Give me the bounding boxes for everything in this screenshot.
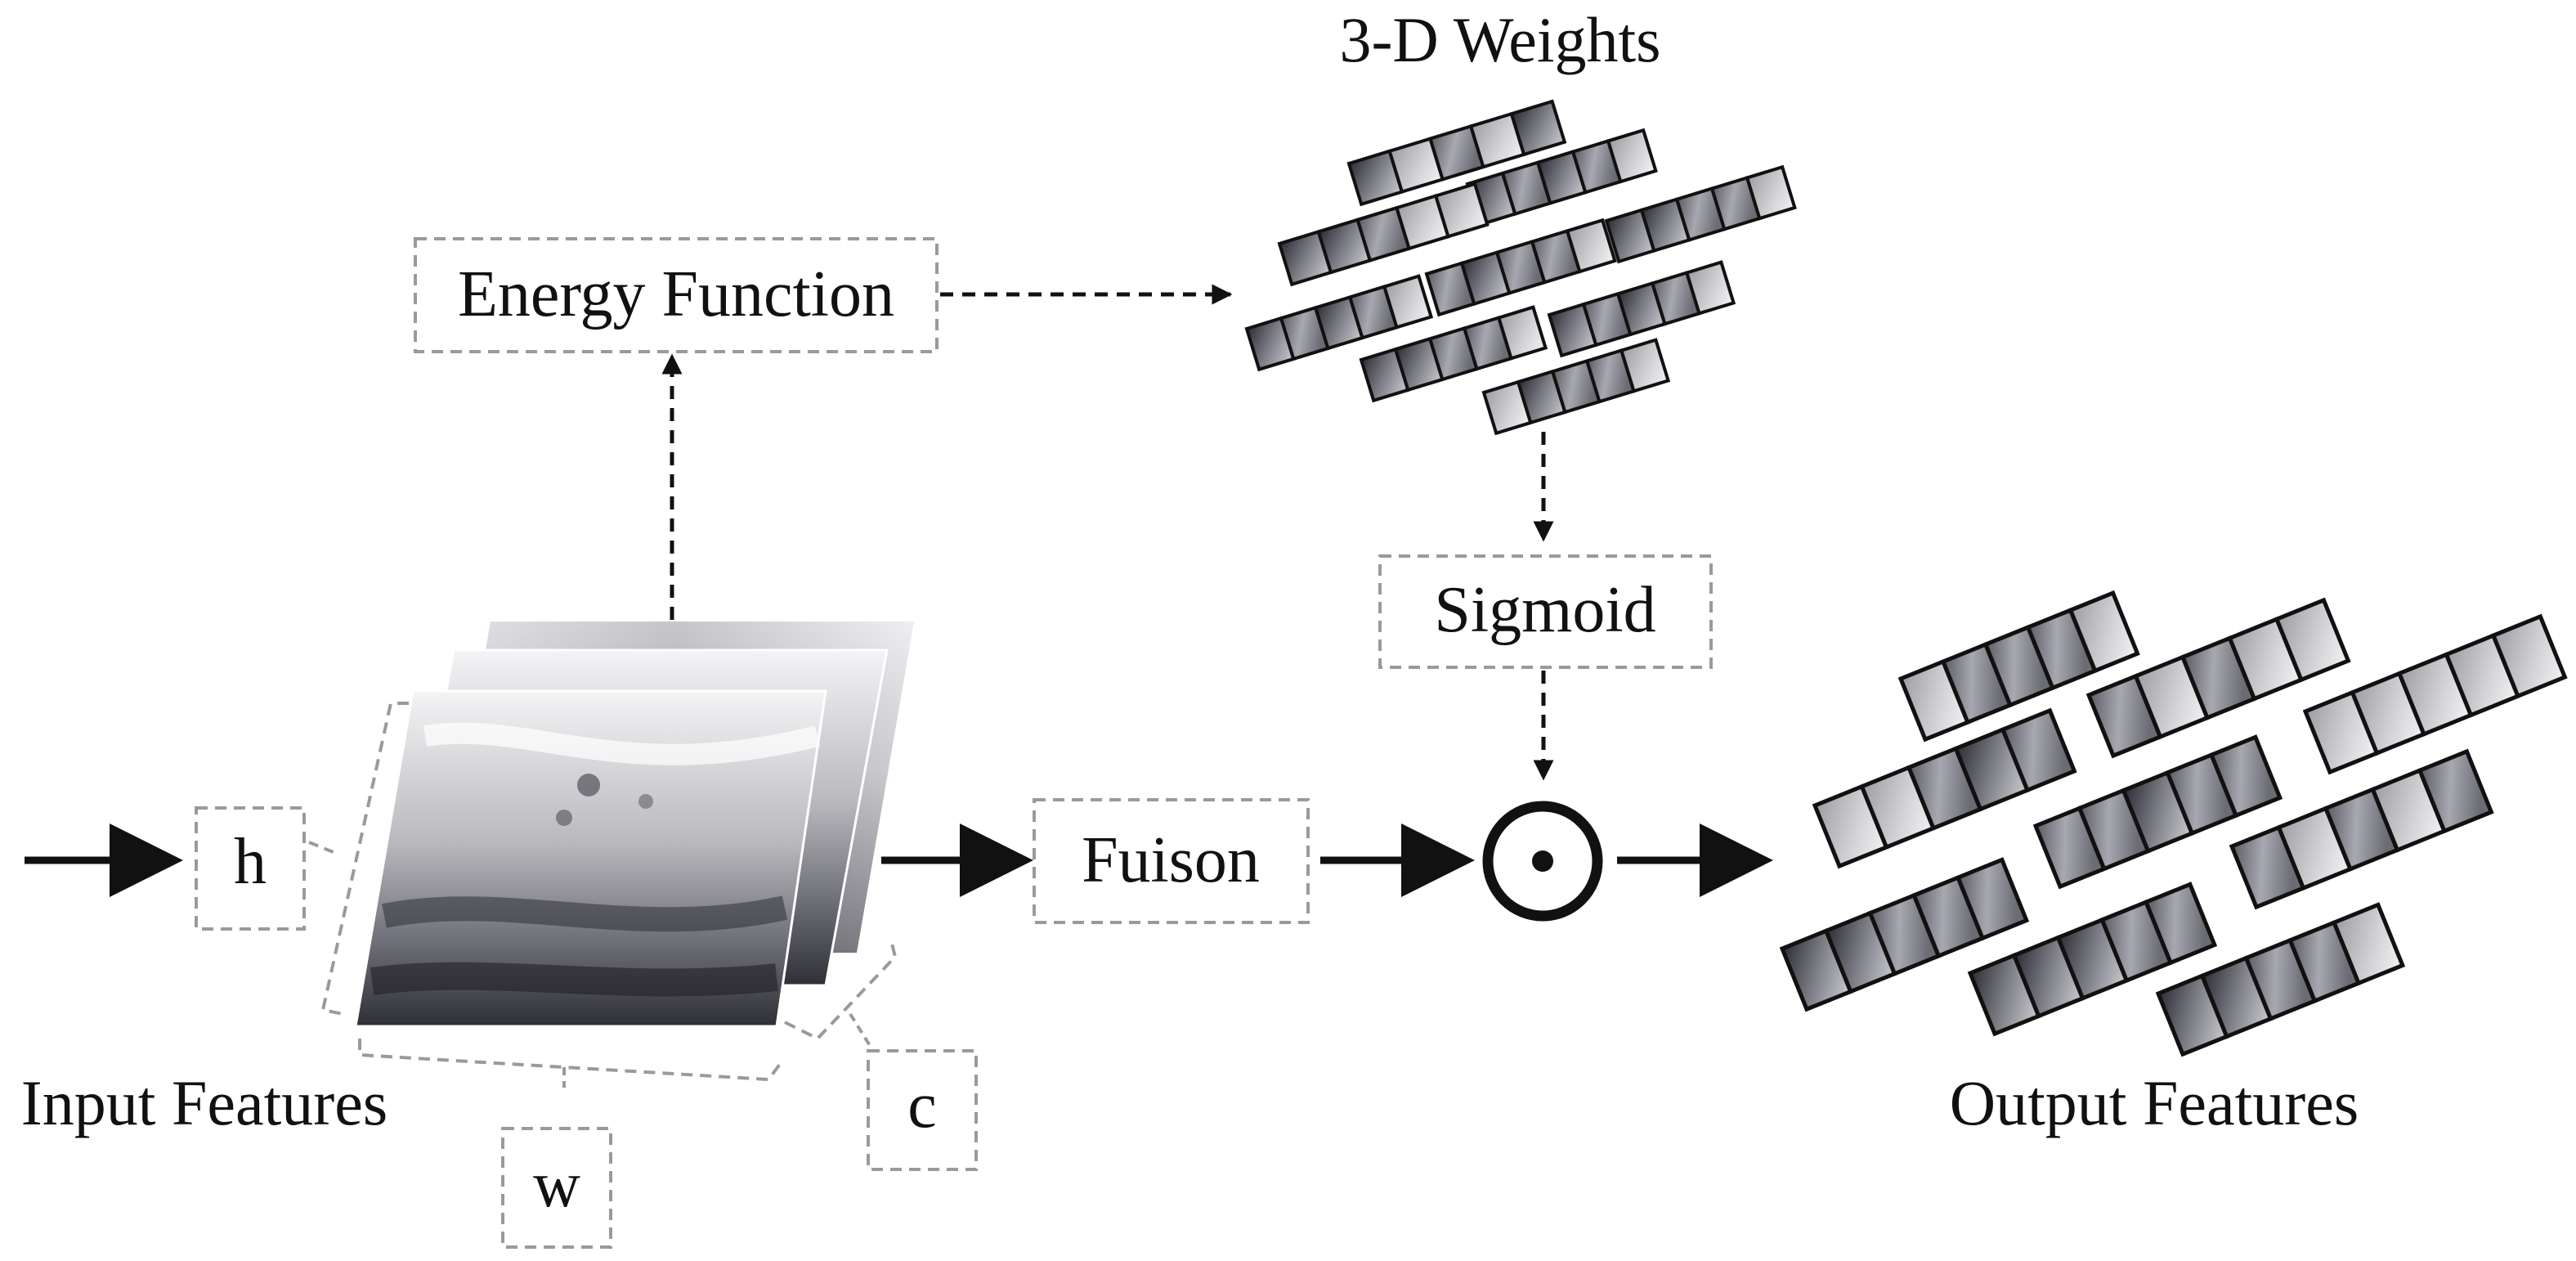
energy-function-label: Energy Function (458, 258, 894, 330)
output-strips (1779, 590, 2568, 1057)
w-label: w (533, 1149, 580, 1221)
sigmoid-box: Sigmoid (1378, 554, 1713, 669)
output-features-label: Output Features (1950, 1067, 2359, 1138)
h-label: h (234, 826, 267, 898)
weights-title: 3-D Weights (1339, 4, 1660, 75)
input-feature-stack (354, 622, 914, 1028)
energy-function-box: Energy Function (414, 237, 939, 353)
h-box: h (195, 806, 306, 931)
c-bracket (784, 940, 898, 1041)
sigmoid-label: Sigmoid (1434, 574, 1655, 646)
h-bracket (320, 702, 409, 1016)
c-box: c (867, 1049, 978, 1171)
fusion-box: Fuison (1033, 798, 1310, 924)
w-bracket (358, 1039, 782, 1082)
w-box: w (501, 1127, 612, 1249)
elementwise-product-operator: element-wise product (1482, 801, 1603, 922)
weights-strips (1244, 99, 1797, 436)
input-features-label: Input Features (21, 1067, 388, 1138)
fusion-label: Fuison (1082, 824, 1260, 896)
input-feature-map-front (354, 689, 827, 1028)
c-label: c (907, 1070, 937, 1142)
